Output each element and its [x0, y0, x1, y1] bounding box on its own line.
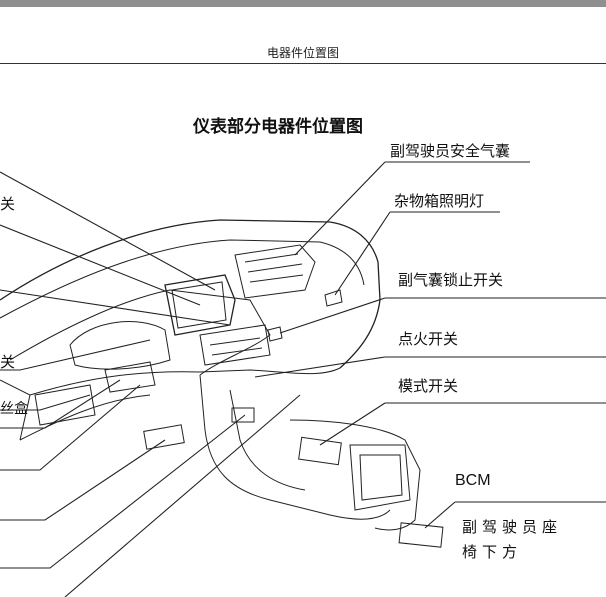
dashboard-outline	[0, 219, 444, 548]
label-passenger-airbag: 副驾驶员安全气囊	[390, 142, 511, 160]
diagram-title: 仪表部分电器件位置图	[193, 117, 363, 137]
label-bcm-location-line2: 椅下方	[462, 543, 523, 561]
label-airbag-lock-switch: 副气囊锁止开关	[398, 271, 504, 289]
top-bar	[0, 0, 606, 7]
leader-lines	[0, 161, 606, 597]
label-bcm: BCM	[455, 472, 491, 489]
page-header-title: 电器件位置图	[266, 46, 339, 60]
header-divider	[0, 63, 606, 64]
label-ignition-switch: 点火开关	[398, 330, 459, 348]
label-left-fuse-box: 丝盒	[0, 401, 28, 417]
label-bcm-location-line1: 副驾驶员座	[462, 518, 563, 536]
label-left-switch-1: 关	[0, 195, 16, 213]
label-mode-switch: 模式开关	[398, 377, 459, 395]
label-glovebox-light: 杂物箱照明灯	[394, 192, 485, 210]
label-left-switch-2: 关	[0, 353, 16, 371]
